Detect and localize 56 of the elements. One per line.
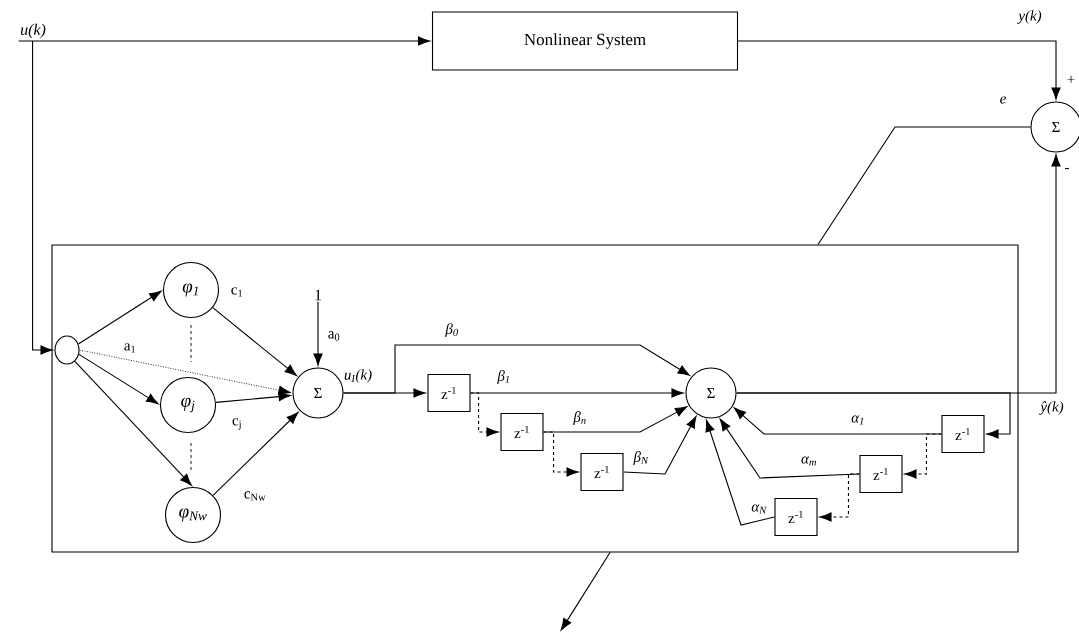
- delay-box: z$^{-1}$: [580, 452, 624, 492]
- edge-label: y(k): [1017, 9, 1043, 25]
- dashed-arrow: [904, 433, 942, 479]
- basis-function-node: φ$_{1}$: [162, 261, 220, 319]
- signal-label: 1: [315, 289, 322, 301]
- edge-label: α$_{1}$: [850, 414, 866, 426]
- arrow: [212, 411, 299, 496]
- delay-box: z$^{-1}$: [859, 454, 903, 494]
- edge-label: a$_{1}$: [122, 342, 138, 354]
- arrow: [74, 360, 192, 486]
- sign-label: -: [1065, 167, 1069, 170]
- dashed-arrow: [819, 473, 860, 522]
- edge-label: β$_{N}$: [632, 450, 650, 466]
- sign-label: +: [1067, 75, 1075, 83]
- arrow: [343, 344, 690, 394]
- edge-label: α$_{N}$: [750, 503, 768, 515]
- edge-label: ŷ(k): [1039, 400, 1065, 416]
- arrow: [705, 419, 775, 526]
- arrow: [313, 301, 323, 366]
- summing-junction: Σ: [1030, 101, 1079, 153]
- arrow: [737, 40, 1061, 100]
- summing-junction: Σ: [685, 367, 737, 419]
- delay-box: z$^{-1}$: [774, 497, 818, 537]
- arrow: [18, 36, 431, 46]
- edge-label: β$_{n}$: [572, 410, 588, 426]
- network-box: [51, 244, 1019, 553]
- system-box: Nonlinear System: [431, 11, 739, 71]
- delay-box: z$^{-1}$: [500, 412, 544, 452]
- edge-label: β$_{0}$: [444, 322, 460, 338]
- input-node: [54, 335, 80, 365]
- summing-junction: Σ: [292, 367, 344, 419]
- connector-line: [817, 126, 1031, 245]
- edge-label: e: [998, 95, 1008, 105]
- arrow: [212, 307, 297, 376]
- signal-label: u(k): [20, 23, 46, 39]
- arrow: [623, 415, 697, 475]
- arrow: [560, 552, 611, 631]
- arrow: [736, 392, 1011, 439]
- edge-label: c$_{Nw}$: [242, 490, 268, 502]
- edge-label: a$_{0}$: [326, 330, 342, 342]
- edge-label: α$_{m}$: [800, 455, 818, 467]
- dashed-arrow: [470, 392, 499, 437]
- arrow: [32, 40, 53, 355]
- dashed-arrow: [543, 431, 579, 477]
- edge-label: c$_{j}$: [230, 417, 244, 431]
- arrow: [78, 353, 159, 405]
- edge-label: u$_{I}$(k): [342, 368, 374, 384]
- edge-label: β$_{1}$: [496, 369, 512, 385]
- arrow: [77, 290, 162, 345]
- dotted-arrow: [79, 349, 292, 395]
- edge-label: c$_{1}$: [229, 286, 245, 298]
- basis-function-node: φ$_{Nw}$: [164, 486, 222, 544]
- delay-box: z$^{-1}$: [427, 373, 471, 413]
- arrow: [215, 391, 291, 403]
- basis-function-node: φ$_{j}$: [159, 376, 217, 434]
- delay-box: z$^{-1}$: [941, 414, 985, 454]
